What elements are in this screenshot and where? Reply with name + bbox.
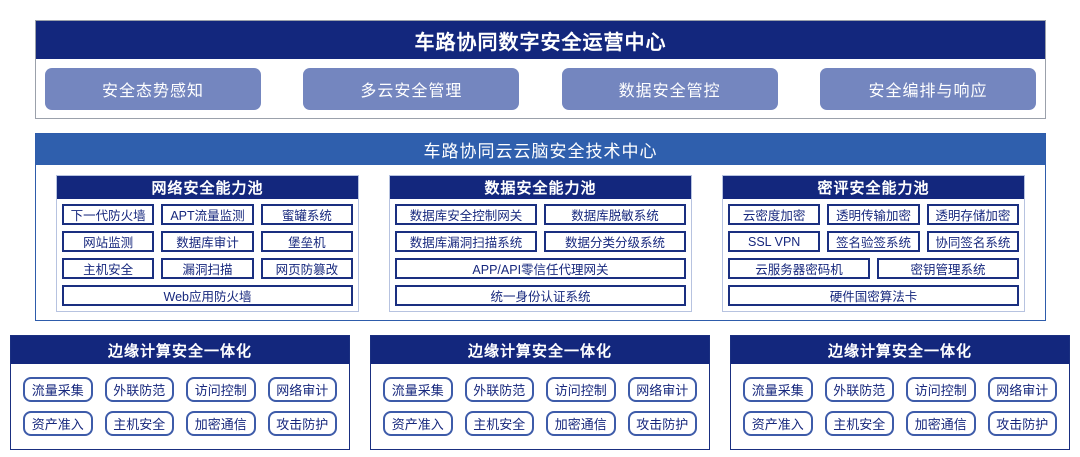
pool-network-security: 网络安全能力池 下一代防火墙 APT流量监测 蜜罐系统 网站监测 数据库审计 堡… xyxy=(56,175,359,312)
capability-item: 透明传输加密 xyxy=(827,204,920,225)
pool-title: 密评安全能力池 xyxy=(723,176,1024,199)
module-multicloud-security-management: 多云安全管理 xyxy=(303,68,520,110)
capability-item: 统一身份认证系统 xyxy=(395,285,686,306)
capability-item: 网站监测 xyxy=(62,231,155,252)
capability-item: 数据库脱敏系统 xyxy=(544,204,686,225)
edge-row: 资产准入 主机安全 加密通信 攻击防护 xyxy=(23,411,337,436)
edge-row: 流量采集 外联防范 访问控制 网络审计 xyxy=(383,377,697,402)
capability-item: 堡垒机 xyxy=(260,231,353,252)
edge-capability: 攻击防护 xyxy=(627,411,697,436)
edge-computing-box-3: 边缘计算安全一体化 流量采集 外联防范 访问控制 网络审计 资产准入 主机安全 … xyxy=(730,335,1070,450)
edge-capability: 攻击防护 xyxy=(987,411,1057,436)
edge-capability: 访问控制 xyxy=(546,377,616,402)
edge-box-title: 边缘计算安全一体化 xyxy=(731,336,1069,364)
edge-capability: 加密通信 xyxy=(906,411,976,436)
capability-item: 下一代防火墙 xyxy=(62,204,155,225)
edge-row: 流量采集 外联防范 访问控制 网络审计 xyxy=(23,377,337,402)
edge-capability: 外联防范 xyxy=(464,377,534,402)
edge-capability: 资产准入 xyxy=(23,411,93,436)
operations-center-panel: 车路协同数字安全运营中心 安全态势感知 多云安全管理 数据安全管控 安全编排与响… xyxy=(35,20,1046,119)
capability-item: 密钥管理系统 xyxy=(877,258,1019,279)
edge-row: 流量采集 外联防范 访问控制 网络审计 xyxy=(743,377,1057,402)
capability-item: 签名验签系统 xyxy=(827,231,920,252)
edge-capability: 主机安全 xyxy=(464,411,534,436)
pool-row: 网站监测 数据库审计 堡垒机 xyxy=(62,231,353,252)
edge-box-body: 流量采集 外联防范 访问控制 网络审计 资产准入 主机安全 加密通信 攻击防护 xyxy=(731,364,1069,436)
tech-center-panel: 车路协同云云脑安全技术中心 网络安全能力池 下一代防火墙 APT流量监测 蜜罐系… xyxy=(35,133,1046,321)
edge-capability: 外联防范 xyxy=(104,377,174,402)
pool-row: 云密度加密 透明传输加密 透明存储加密 xyxy=(728,204,1019,225)
edge-box-title: 边缘计算安全一体化 xyxy=(11,336,349,364)
capability-item: 硬件国密算法卡 xyxy=(728,285,1019,306)
capability-item: 数据分类分级系统 xyxy=(544,231,686,252)
edge-box-body: 流量采集 外联防范 访问控制 网络审计 资产准入 主机安全 加密通信 攻击防护 xyxy=(371,364,709,436)
pool-row: APP/API零信任代理网关 xyxy=(395,258,686,279)
edge-capability: 流量采集 xyxy=(23,377,93,402)
edge-capability: 加密通信 xyxy=(546,411,616,436)
capability-item: 数据库安全控制网关 xyxy=(395,204,537,225)
pool-body: 下一代防火墙 APT流量监测 蜜罐系统 网站监测 数据库审计 堡垒机 主机安全 … xyxy=(57,199,358,311)
pool-row: Web应用防火墙 xyxy=(62,285,353,306)
edge-capability: 主机安全 xyxy=(104,411,174,436)
edge-capability: 流量采集 xyxy=(383,377,453,402)
edge-capability: 资产准入 xyxy=(743,411,813,436)
edge-capability: 访问控制 xyxy=(186,377,256,402)
pool-data-security: 数据安全能力池 数据库安全控制网关 数据库脱敏系统 数据库漏洞扫描系统 数据分类… xyxy=(389,175,692,312)
capability-item: 主机安全 xyxy=(62,258,155,279)
module-data-security-control: 数据安全管控 xyxy=(561,68,778,110)
edge-capability: 资产准入 xyxy=(383,411,453,436)
edge-capability: 网络审计 xyxy=(267,377,337,402)
edge-capability: 攻击防护 xyxy=(267,411,337,436)
pool-row: 数据库漏洞扫描系统 数据分类分级系统 xyxy=(395,231,686,252)
edge-capability: 访问控制 xyxy=(906,377,976,402)
capability-item: 漏洞扫描 xyxy=(161,258,254,279)
edge-capability: 流量采集 xyxy=(743,377,813,402)
tech-center-title: 车路协同云云脑安全技术中心 xyxy=(36,134,1045,165)
module-security-posture-awareness: 安全态势感知 xyxy=(45,68,261,110)
pool-row: 统一身份认证系统 xyxy=(395,285,686,306)
pool-row: 硬件国密算法卡 xyxy=(728,285,1019,306)
capability-item: 数据库审计 xyxy=(161,231,254,252)
edge-capability: 主机安全 xyxy=(824,411,894,436)
capability-item: 云服务器密码机 xyxy=(728,258,870,279)
pool-body: 云密度加密 透明传输加密 透明存储加密 SSL VPN 签名验签系统 协同签名系… xyxy=(723,199,1024,311)
capability-item: 数据库漏洞扫描系统 xyxy=(395,231,537,252)
capability-item: SSL VPN xyxy=(728,231,821,252)
operations-center-title: 车路协同数字安全运营中心 xyxy=(36,21,1045,59)
capability-item: 协同签名系统 xyxy=(926,231,1019,252)
edge-capability: 网络审计 xyxy=(627,377,697,402)
pool-body: 数据库安全控制网关 数据库脱敏系统 数据库漏洞扫描系统 数据分类分级系统 APP… xyxy=(390,199,691,311)
capability-pools: 网络安全能力池 下一代防火墙 APT流量监测 蜜罐系统 网站监测 数据库审计 堡… xyxy=(36,165,1045,312)
edge-capability: 加密通信 xyxy=(186,411,256,436)
capability-item: 蜜罐系统 xyxy=(260,204,353,225)
operations-center-modules: 安全态势感知 多云安全管理 数据安全管控 安全编排与响应 xyxy=(36,59,1045,119)
edge-row: 资产准入 主机安全 加密通信 攻击防护 xyxy=(743,411,1057,436)
edge-capability: 网络审计 xyxy=(987,377,1057,402)
pool-title: 网络安全能力池 xyxy=(57,176,358,199)
pool-crypto-evaluation-security: 密评安全能力池 云密度加密 透明传输加密 透明存储加密 SSL VPN 签名验签… xyxy=(722,175,1025,312)
capability-item: APP/API零信任代理网关 xyxy=(395,258,686,279)
edge-row: 资产准入 主机安全 加密通信 攻击防护 xyxy=(383,411,697,436)
capability-item: 网页防篡改 xyxy=(260,258,353,279)
edge-box-title: 边缘计算安全一体化 xyxy=(371,336,709,364)
pool-row: 主机安全 漏洞扫描 网页防篡改 xyxy=(62,258,353,279)
capability-item: APT流量监测 xyxy=(161,204,254,225)
edge-capability: 外联防范 xyxy=(824,377,894,402)
pool-row: 云服务器密码机 密钥管理系统 xyxy=(728,258,1019,279)
pool-title: 数据安全能力池 xyxy=(390,176,691,199)
pool-row: 数据库安全控制网关 数据库脱敏系统 xyxy=(395,204,686,225)
pool-row: 下一代防火墙 APT流量监测 蜜罐系统 xyxy=(62,204,353,225)
module-security-orchestration-response: 安全编排与响应 xyxy=(819,68,1036,110)
edge-computing-box-1: 边缘计算安全一体化 流量采集 外联防范 访问控制 网络审计 资产准入 主机安全 … xyxy=(10,335,350,450)
capability-item: Web应用防火墙 xyxy=(62,285,353,306)
capability-item: 云密度加密 xyxy=(728,204,821,225)
edge-computing-box-2: 边缘计算安全一体化 流量采集 外联防范 访问控制 网络审计 资产准入 主机安全 … xyxy=(370,335,710,450)
edge-box-body: 流量采集 外联防范 访问控制 网络审计 资产准入 主机安全 加密通信 攻击防护 xyxy=(11,364,349,436)
pool-row: SSL VPN 签名验签系统 协同签名系统 xyxy=(728,231,1019,252)
capability-item: 透明存储加密 xyxy=(926,204,1019,225)
